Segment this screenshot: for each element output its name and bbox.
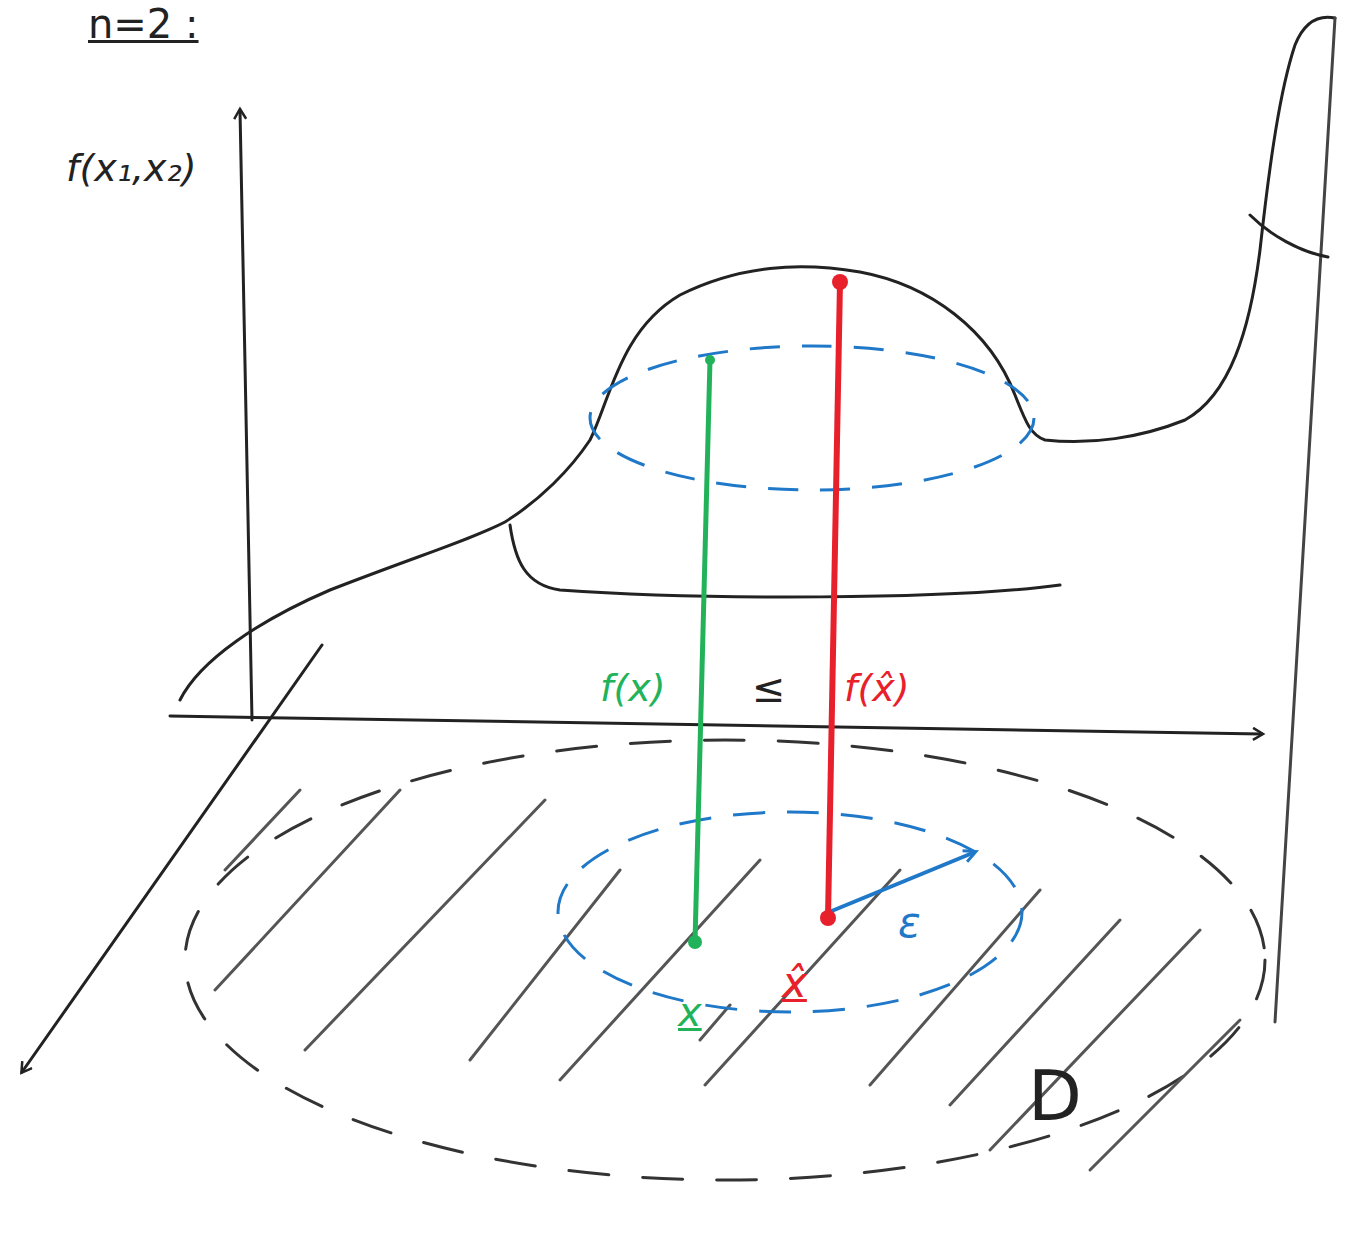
axis-label: f(x₁,x₂) xyxy=(66,148,197,190)
point-label: x̂ xyxy=(782,960,807,1006)
domain-label: D xyxy=(1028,1058,1082,1135)
value-label: f(x̂) xyxy=(840,668,914,710)
value-label: f(x) xyxy=(596,668,670,710)
inequality-sign: ≤ xyxy=(748,666,790,710)
case-heading: n=2 : xyxy=(88,2,199,46)
radius-label: ε xyxy=(898,900,921,946)
point-label: x xyxy=(678,990,702,1034)
